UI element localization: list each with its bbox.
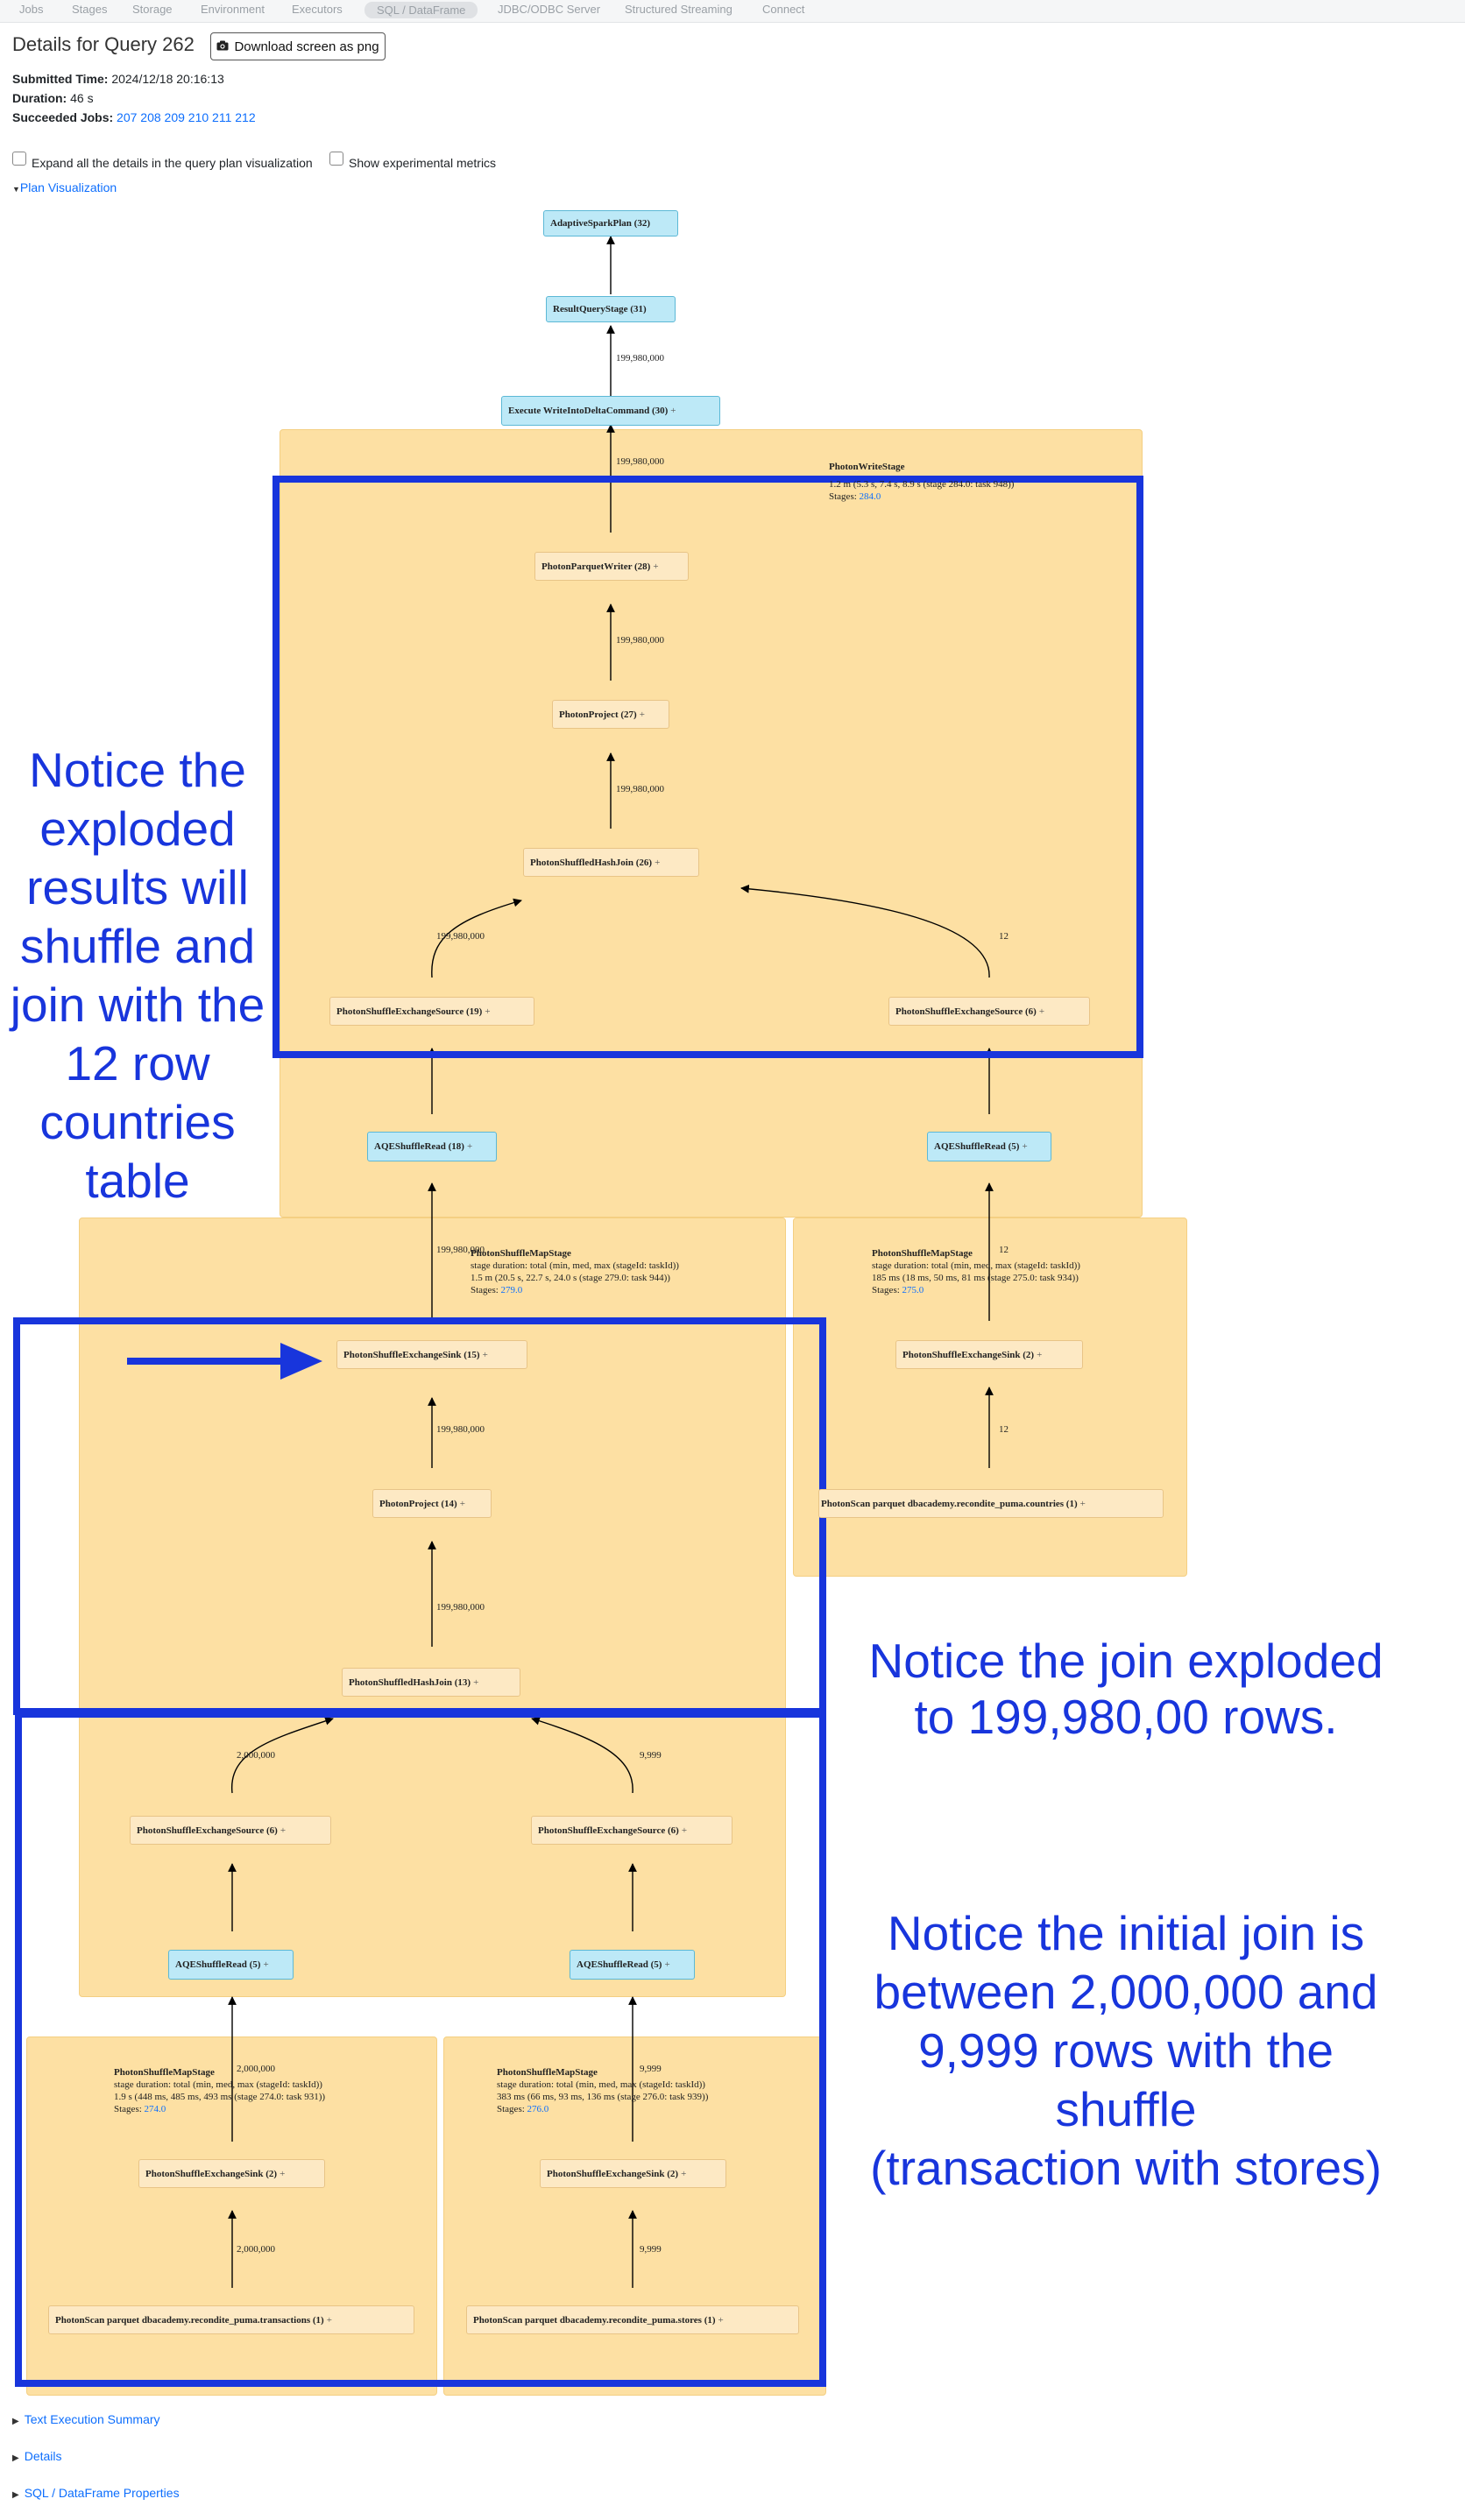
stage-link[interactable]: 276.0: [527, 2104, 549, 2114]
plan-node[interactable]: AQEShuffleRead (18)+: [367, 1132, 497, 1161]
edge-row-count: 9,999: [640, 2244, 662, 2255]
annotation-arrow: [127, 1343, 322, 1380]
plan-visualization-label: Plan Visualization: [19, 180, 117, 194]
job-link[interactable]: 212: [235, 110, 256, 124]
job-link[interactable]: 210: [188, 110, 209, 124]
write-stage-cluster: [280, 429, 1143, 1218]
stage-info-map: PhotonShuffleMapStage stage duration: to…: [471, 1248, 679, 1295]
plan-node[interactable]: PhotonScan parquet dbacademy.recondite_p…: [818, 1489, 1164, 1518]
plan-node[interactable]: AQEShuffleRead (5)+: [168, 1950, 294, 1980]
succeeded-jobs: Succeeded Jobs: 207 208 209 210 211 212: [12, 110, 256, 124]
edge-row-count: 199,980,000: [616, 784, 664, 794]
tab-structured-streaming[interactable]: Structured Streaming: [625, 3, 732, 16]
succeeded-label: Succeeded Jobs:: [12, 110, 114, 124]
plan-node[interactable]: PhotonScan parquet dbacademy.recondite_p…: [466, 2305, 799, 2334]
tab-storage[interactable]: Storage: [132, 3, 173, 16]
stage-info-map: PhotonShuffleMapStage stage duration: to…: [497, 2067, 709, 2114]
edge-row-count: 12: [999, 1245, 1009, 1255]
plan-visualization-toggle[interactable]: ▼Plan Visualization: [12, 180, 117, 194]
plan-node[interactable]: PhotonShuffleExchangeSource (6)+: [130, 1816, 331, 1845]
edge-row-count: 12: [999, 1424, 1009, 1435]
job-link[interactable]: 209: [164, 110, 185, 124]
tab-sql-dataframe[interactable]: SQL / DataFrame: [364, 2, 478, 18]
plan-node[interactable]: Execute WriteIntoDeltaCommand (30)+: [501, 396, 720, 426]
plan-node[interactable]: PhotonShuffledHashJoin (26)+: [523, 848, 699, 877]
plan-node[interactable]: PhotonShuffleExchangeSource (6)+: [531, 1816, 732, 1845]
caret-right-icon: ▶: [12, 2417, 19, 2426]
plan-node[interactable]: PhotonScan parquet dbacademy.recondite_p…: [48, 2305, 414, 2334]
job-link[interactable]: 208: [140, 110, 161, 124]
plan-node[interactable]: ResultQueryStage (31): [546, 296, 676, 322]
download-png-label: Download screen as png: [234, 39, 379, 54]
tab-connect[interactable]: Connect: [762, 3, 805, 16]
highlight-box-bottom: [15, 1711, 826, 2387]
stage-info-map: PhotonShuffleMapStage stage duration: to…: [114, 2067, 326, 2114]
duration: Duration: 46 s: [12, 91, 94, 105]
tab-executors[interactable]: Executors: [292, 3, 343, 16]
edge-row-count: 2,000,000: [237, 2064, 275, 2074]
stage-link[interactable]: 274.0: [144, 2104, 166, 2114]
edge-row-count: 199,980,000: [436, 1602, 485, 1613]
stage-link[interactable]: 275.0: [902, 1285, 924, 1295]
camera-icon: [216, 39, 229, 54]
plan-node[interactable]: AQEShuffleRead (5)+: [570, 1950, 695, 1980]
edge-row-count: 9,999: [640, 2064, 662, 2074]
plan-node[interactable]: PhotonProject (27)+: [552, 700, 669, 729]
duration-value: 46 s: [70, 91, 94, 105]
job-link[interactable]: 211: [212, 110, 232, 124]
plan-node[interactable]: PhotonShuffledHashJoin (13)+: [342, 1668, 520, 1697]
plan-node[interactable]: PhotonShuffleExchangeSink (2)+: [895, 1340, 1083, 1369]
edge-row-count: 199,980,000: [616, 353, 664, 364]
plan-node[interactable]: PhotonShuffleExchangeSink (15)+: [336, 1340, 527, 1369]
download-png-button[interactable]: Download screen as png: [210, 32, 386, 60]
stage-info-write: PhotonWriteStage 1.2 m (5.3 s, 7.4 s, 8.…: [829, 462, 1015, 502]
plan-node[interactable]: PhotonShuffleExchangeSource (6)+: [888, 997, 1090, 1026]
edge-row-count: 199,980,000: [616, 635, 664, 646]
highlight-box-top: [272, 476, 1143, 1058]
edge-row-count: 12: [999, 931, 1009, 942]
page-title: Details for Query 262: [12, 33, 195, 55]
annotation-left: Notice the exploded results will shuffle…: [10, 743, 265, 1208]
sql-properties-toggle[interactable]: ▶SQL / DataFrame Properties: [12, 2486, 180, 2500]
caret-down-icon: ▼: [12, 185, 20, 194]
plan-node[interactable]: PhotonShuffleExchangeSource (19)+: [329, 997, 534, 1026]
stage-link[interactable]: 279.0: [500, 1285, 523, 1295]
expand-details-label: Expand all the details in the query plan…: [32, 156, 313, 170]
edge-row-count: 199,980,000: [436, 1424, 485, 1435]
expand-details-checkbox[interactable]: [12, 152, 26, 166]
edge-row-count: 2,000,000: [237, 1750, 275, 1761]
plan-node[interactable]: PhotonProject (14)+: [372, 1489, 492, 1518]
submitted-value: 2024/12/18 20:16:13: [111, 72, 224, 86]
plan-node[interactable]: AdaptiveSparkPlan (32): [543, 210, 678, 236]
annotation-join-exploded: Notice the join exploded to 199,980,00 r…: [868, 1634, 1384, 1744]
annotation-initial-join: Notice the initial join is between 2,000…: [870, 1906, 1382, 2195]
submitted-time: Submitted Time: 2024/12/18 20:16:13: [12, 72, 224, 86]
edge-row-count: 199,980,000: [436, 1245, 485, 1255]
plan-node[interactable]: AQEShuffleRead (5)+: [927, 1132, 1051, 1161]
plan-node[interactable]: PhotonParquetWriter (28)+: [534, 552, 689, 581]
experimental-metrics-label: Show experimental metrics: [349, 156, 497, 170]
submitted-label: Submitted Time:: [12, 72, 109, 86]
stage-link[interactable]: 284.0: [859, 491, 881, 502]
edge-row-count: 9,999: [640, 1750, 662, 1761]
experimental-metrics-checkbox[interactable]: [329, 152, 343, 166]
tab-stages[interactable]: Stages: [72, 3, 108, 16]
tab-jdbc-odbc[interactable]: JDBC/ODBC Server: [498, 3, 601, 16]
caret-right-icon: ▶: [12, 2453, 19, 2463]
caret-right-icon: ▶: [12, 2490, 19, 2500]
edge-row-count: 199,980,000: [436, 931, 485, 942]
stage-info-map: PhotonShuffleMapStage stage duration: to…: [872, 1248, 1080, 1295]
tab-environment[interactable]: Environment: [201, 3, 265, 16]
details-toggle[interactable]: ▶Details: [12, 2449, 62, 2463]
plan-node[interactable]: PhotonShuffleExchangeSink (2)+: [540, 2159, 726, 2188]
plan-node[interactable]: PhotonShuffleExchangeSink (2)+: [138, 2159, 325, 2188]
text-execution-summary-toggle[interactable]: ▶Text Execution Summary: [12, 2412, 160, 2426]
tab-jobs[interactable]: Jobs: [19, 3, 44, 16]
duration-label: Duration:: [12, 91, 67, 105]
top-nav: Jobs Stages Storage Environment Executor…: [0, 0, 1465, 23]
job-link[interactable]: 207: [117, 110, 138, 124]
edge-row-count: 2,000,000: [237, 2244, 275, 2255]
edge-row-count: 199,980,000: [616, 456, 664, 467]
